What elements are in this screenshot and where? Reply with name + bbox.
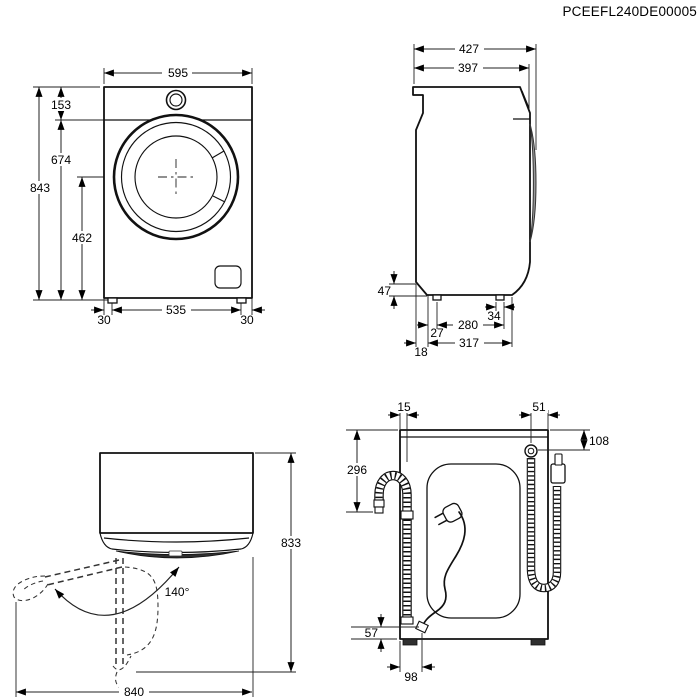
dim-inlet-from-top: 108 <box>580 430 609 450</box>
door-open-140-dashed <box>12 559 123 602</box>
dim-cord-from-bottom: 57 <box>365 614 385 652</box>
dim-label-inlet-offset: 51 <box>532 400 546 414</box>
control-knob-inner <box>169 93 183 107</box>
dim-label-plinth-height: 47 <box>378 284 392 298</box>
dim-front-feet: 30 535 30 <box>91 303 265 327</box>
porthole-rim <box>120 121 232 233</box>
inlet-valve-connection <box>524 444 538 458</box>
drain-hose-end-cap <box>400 616 414 625</box>
front-foot-right <box>236 297 247 304</box>
dim-label-top-panel: 153 <box>51 98 71 112</box>
door-center-mark <box>158 159 194 195</box>
side-foot-front <box>495 294 505 301</box>
washer-rear-outline <box>399 429 549 640</box>
dim-door-from-floor: 462 <box>68 177 95 300</box>
dim-feet-span: 317 <box>428 336 512 350</box>
rear-foot-right <box>530 638 546 646</box>
dim-foot-width: 34 <box>485 303 515 323</box>
rear-extension-lines <box>346 410 590 672</box>
dim-label-drain-from-top: 296 <box>347 463 367 477</box>
dim-inlet-offset: 51 <box>519 400 560 419</box>
dim-label-front-width: 595 <box>168 66 188 80</box>
dim-label-foot-front-offset: 27 <box>430 326 444 340</box>
control-knob <box>165 89 187 111</box>
cabinet-front-curve <box>99 532 254 554</box>
dim-label-side-feet-distance: 280 <box>458 318 478 332</box>
cord-exit-grommet <box>415 620 429 634</box>
dim-label-inlet-from-top: 108 <box>589 434 609 448</box>
dim-label-foot-inset-left: 30 <box>97 313 111 327</box>
dim-label-drain-offset: 15 <box>397 400 411 414</box>
dim-rear-offset: 18 <box>404 339 428 359</box>
rear-view: 15 51 108 296 57 98 <box>343 400 609 684</box>
power-plug <box>434 502 463 526</box>
front-view: 595 843 153 674 462 30 535 <box>26 66 265 327</box>
door-handle-notch <box>168 550 183 557</box>
inlet-hose-fitting <box>550 463 566 484</box>
dim-drain-from-top: 296 <box>343 430 371 512</box>
dim-label-foot-width: 34 <box>487 309 501 323</box>
power-cord <box>421 511 466 630</box>
inlet-hose <box>524 444 566 593</box>
inlet-valve-center <box>527 447 535 455</box>
dim-top-panel: 153 <box>47 87 74 120</box>
dim-drain-offset: 15 <box>388 400 419 419</box>
door-handle-ticks <box>211 150 226 203</box>
dim-label-feet-span: 317 <box>459 336 479 350</box>
side-view: 427 397 47 34 280 27 317 <box>378 42 537 359</box>
dim-door-from-top: 674 <box>47 119 74 300</box>
washer-side-outline <box>412 86 531 296</box>
drain-hose-outlet-tip <box>374 506 384 514</box>
dim-front-height: 843 <box>26 87 53 300</box>
dim-depth-body: 397 <box>414 61 529 75</box>
dim-label-feet-distance: 535 <box>166 303 186 317</box>
dim-cord-offset: 98 <box>387 663 435 684</box>
drain-hose-clamp <box>400 510 414 520</box>
dim-label-door-from-top: 674 <box>51 153 71 167</box>
drawing-code-label: PCEEFL240DE00005 <box>562 4 697 19</box>
drain-filter-flap <box>214 265 242 289</box>
dim-label-open-height: 833 <box>281 536 301 550</box>
dim-label-foot-inset-right: 30 <box>240 313 254 327</box>
front-foot-left <box>107 297 118 304</box>
dim-plinth-height: 47 <box>378 271 398 309</box>
dim-label-depth-total: 427 <box>459 42 479 56</box>
drain-hose <box>373 470 414 625</box>
rear-panel-recess <box>426 463 521 619</box>
dim-label-open-width: 840 <box>124 685 144 699</box>
dim-label-cord-from-bottom: 57 <box>365 626 379 640</box>
control-panel-slant-detail <box>521 90 530 109</box>
dim-open-height: 833 <box>277 453 305 672</box>
dim-depth-total: 427 <box>414 42 536 56</box>
door-open-90-dashed <box>112 558 159 689</box>
dim-label-rear-offset: 18 <box>414 345 428 359</box>
dim-label-depth-body: 397 <box>458 61 478 75</box>
door-swing-arc <box>54 566 180 616</box>
dim-foot-front-offset: 27 <box>417 321 444 340</box>
porthole-door <box>112 113 240 241</box>
washer-top-outline <box>99 452 254 534</box>
porthole-glass <box>134 135 218 219</box>
inlet-hose-nipple <box>554 453 563 466</box>
dim-side-feet-distance: 280 <box>437 318 504 332</box>
side-foot-rear <box>432 294 442 301</box>
side-door-edge <box>529 123 537 243</box>
dim-label-door-from-floor: 462 <box>72 231 92 245</box>
front-panel-seam-top <box>103 537 250 543</box>
dim-label-cord-offset: 98 <box>404 670 418 684</box>
dim-label-front-height: 843 <box>30 181 50 195</box>
dim-open-width: 840 <box>16 685 252 699</box>
dim-label-door-angle: 140° <box>165 585 190 599</box>
top-view-door-swing: 140° 833 840 <box>12 452 305 699</box>
rear-foot-left <box>402 638 418 646</box>
drain-hose-outlet <box>373 499 385 508</box>
dim-front-width: 595 <box>104 66 252 80</box>
